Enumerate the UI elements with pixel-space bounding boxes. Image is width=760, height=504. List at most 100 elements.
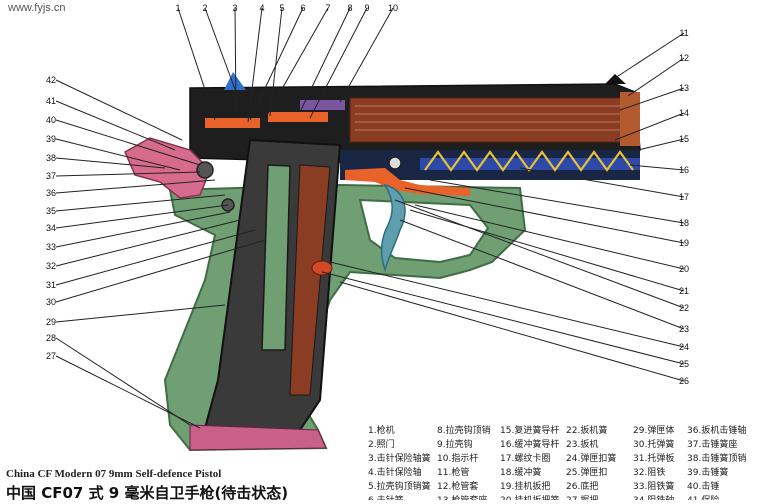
leader-line bbox=[55, 337, 191, 426]
legend-entry: 19.挂机扳把 bbox=[500, 482, 551, 492]
extractor bbox=[268, 112, 328, 122]
leader-line bbox=[249, 7, 304, 121]
leader-line bbox=[637, 138, 685, 151]
callout-number: 25 bbox=[679, 359, 689, 369]
legend-entry: 32.阻铁 bbox=[633, 468, 666, 478]
callout-number: 7 bbox=[325, 3, 330, 13]
leader-line bbox=[204, 7, 237, 93]
callout-number: 10 bbox=[388, 3, 398, 13]
callout-number: 4 bbox=[259, 3, 264, 13]
leader-line bbox=[404, 187, 685, 244]
trigger-pivot bbox=[388, 156, 402, 170]
callout-number: 1 bbox=[175, 3, 180, 13]
callout-number: 39 bbox=[46, 134, 56, 144]
callout-number: 11 bbox=[679, 28, 688, 38]
leader-line bbox=[321, 271, 685, 365]
legend-entry: 2.照门 bbox=[368, 440, 395, 450]
callout-number: 36 bbox=[46, 188, 56, 198]
callout-number: 16 bbox=[679, 165, 689, 175]
legend-entry: 15.复进簧导杆 bbox=[500, 426, 560, 436]
legend-entry: 38.击锤簧顶销 bbox=[687, 454, 747, 464]
callout-number: 6 bbox=[300, 3, 305, 13]
magazine-catch bbox=[311, 260, 333, 276]
legend-entry: 27.握把 bbox=[566, 494, 633, 500]
legend-entry: 4.击针保险轴 bbox=[368, 468, 422, 478]
callout-number: 8 bbox=[347, 3, 352, 13]
leader-line bbox=[55, 119, 201, 166]
callout-number: 38 bbox=[46, 153, 56, 163]
legend-entry: 25.弹匣扣 bbox=[566, 468, 608, 478]
leader-line bbox=[55, 179, 216, 194]
leader-line bbox=[55, 171, 201, 177]
callout-number: 26 bbox=[679, 376, 689, 386]
callout-number: 18 bbox=[679, 218, 689, 228]
callout-number: 42 bbox=[46, 75, 56, 85]
legend-entry: 1.枪机 bbox=[368, 426, 395, 436]
leader-line bbox=[55, 219, 241, 267]
callout-number: 3 bbox=[232, 3, 237, 13]
leader-line bbox=[519, 167, 685, 198]
leader-line bbox=[55, 211, 231, 248]
caption-english: China CF Modern 07 9mm Self-defence Pist… bbox=[6, 468, 222, 480]
leader-line bbox=[55, 194, 226, 212]
callout-number: 27 bbox=[46, 351, 56, 361]
legend-entry: 3.击针保险轴簧 bbox=[368, 454, 431, 464]
grip-base bbox=[189, 424, 327, 451]
leader-line bbox=[339, 7, 394, 103]
leader-line bbox=[55, 138, 181, 171]
leader-line bbox=[55, 100, 176, 151]
legend-entry: 22.扳机簧 bbox=[566, 426, 608, 436]
legend-entry: 13.枪管套座 bbox=[437, 494, 500, 500]
legend-entry: 33.阻铁簧 bbox=[633, 482, 675, 492]
leader-line bbox=[55, 204, 229, 229]
legend-entry: 12.枪管套 bbox=[437, 482, 479, 492]
callout-number: 2 bbox=[202, 3, 207, 13]
magazine-follower-spring bbox=[289, 164, 331, 396]
callout-number: 12 bbox=[679, 53, 689, 63]
legend-entry: 37.击锤簧座 bbox=[687, 440, 738, 450]
callout-number: 30 bbox=[46, 297, 56, 307]
leader-line bbox=[629, 164, 685, 171]
firing-pin bbox=[205, 118, 260, 128]
legend-entry: 36.扳机击锤轴 bbox=[687, 426, 747, 436]
legend-entry: 34.阻铁轴 bbox=[633, 494, 687, 500]
leader-line bbox=[329, 261, 685, 348]
caption-chinese: 中国 CF07 式 9 毫米自卫手枪(待击状态) bbox=[6, 484, 289, 502]
legend-entry: 16.缓冲簧导杆 bbox=[500, 440, 560, 450]
legend-entry: 40.击锤 bbox=[687, 482, 720, 492]
leader-line bbox=[339, 281, 685, 382]
callout-number: 41 bbox=[46, 96, 56, 106]
callout-number: 34 bbox=[46, 223, 56, 233]
legend-entry: 29.弹匣体 bbox=[633, 426, 675, 436]
legend-entry: 24.弹匣扣簧 bbox=[566, 454, 617, 464]
leader-line bbox=[55, 157, 166, 169]
callout-number: 19 bbox=[679, 238, 689, 248]
leader-line bbox=[414, 204, 685, 270]
watermark: www.fyjs.cn bbox=[8, 2, 66, 14]
leader-line bbox=[309, 7, 368, 119]
trigger bbox=[380, 183, 406, 273]
leader-line bbox=[234, 7, 237, 113]
leader-line bbox=[177, 7, 216, 121]
callout-number: 37 bbox=[46, 171, 56, 181]
legend-entry: 26.底把 bbox=[566, 482, 599, 492]
safety-lever bbox=[124, 137, 211, 199]
callout-number: 28 bbox=[46, 333, 56, 343]
legend-entry: 23.扳机 bbox=[566, 440, 599, 450]
leader-line bbox=[55, 79, 183, 141]
callout-number: 31 bbox=[46, 280, 56, 290]
leader-line bbox=[55, 355, 201, 429]
leader-line bbox=[261, 7, 329, 125]
legend-entry: 20.挂机扳把簧 bbox=[500, 494, 566, 500]
callout-number: 23 bbox=[679, 324, 689, 334]
callout-number: 17 bbox=[679, 192, 689, 202]
callout-number: 14 bbox=[679, 108, 689, 118]
callout-number: 22 bbox=[679, 303, 689, 313]
leader-line bbox=[55, 229, 256, 286]
leader-line bbox=[299, 7, 351, 113]
callout-number: 15 bbox=[679, 134, 689, 144]
leader-line bbox=[409, 209, 685, 292]
legend-entry: 39.击锤簧 bbox=[687, 468, 729, 478]
